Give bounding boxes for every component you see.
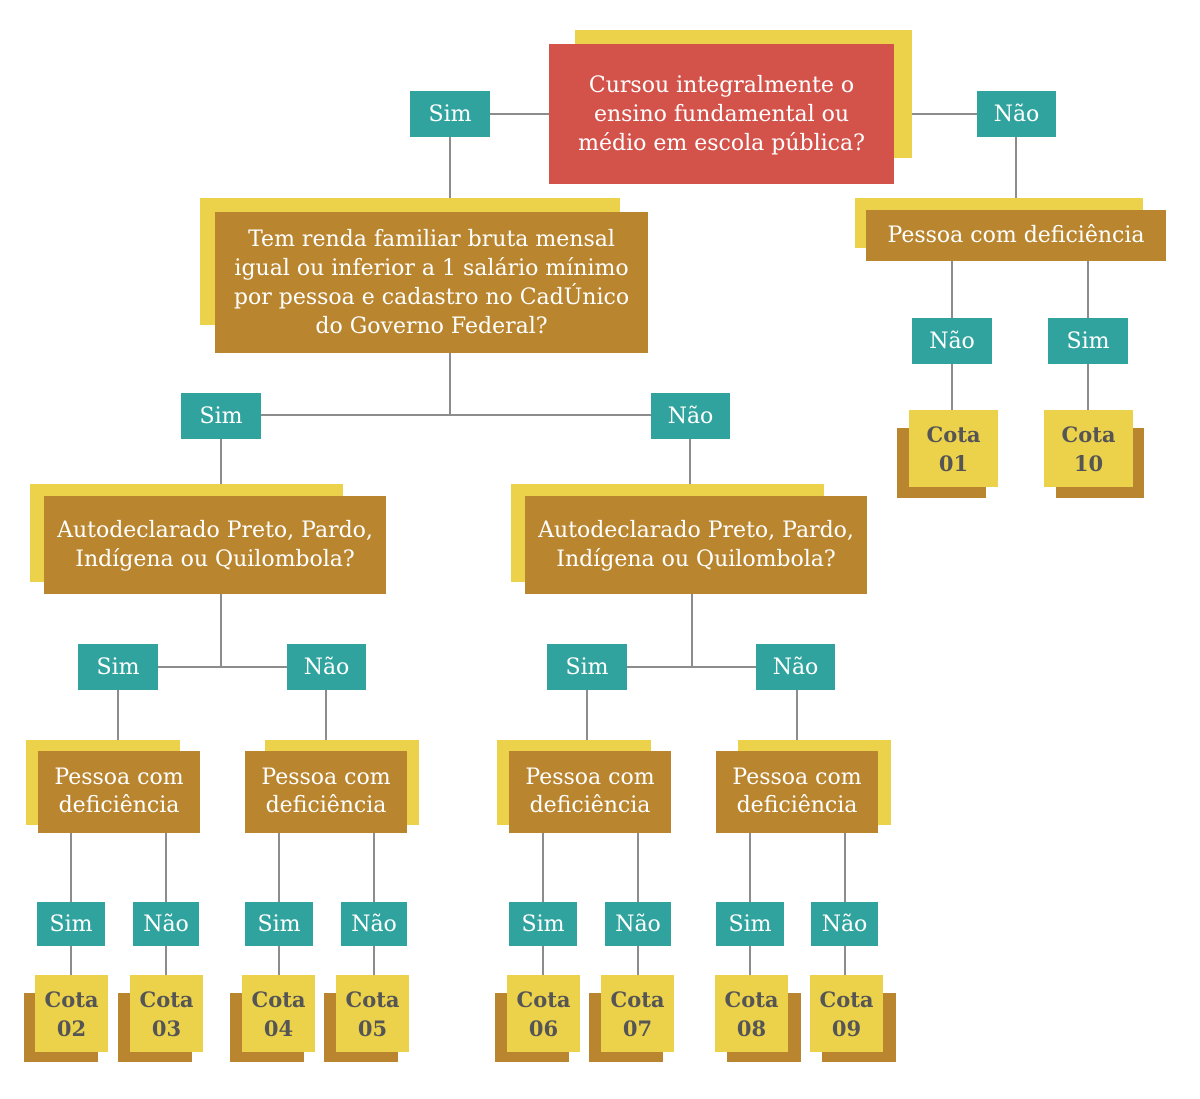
question-text-line: Cursou integralmente o [588,72,855,98]
quota-label: Cota [819,986,874,1012]
question-text-line: deficiência [265,793,387,818]
quota-number: 02 [56,1015,87,1041]
quota-number: 05 [357,1015,388,1041]
quota-box-cota-04: Cota 04 [242,975,315,1052]
question-text-line: Pessoa com deficiência [887,223,1145,248]
answer-nao: Não [133,902,199,946]
answer-sim: Sim [509,902,577,946]
quota-box-cota-10: Cota 10 [1044,410,1133,487]
question-disability: Pessoa com deficiência [716,751,878,833]
quota-label: Cota [139,986,194,1012]
question-text-line: igual ou inferior a 1 salário mínimo [234,255,629,281]
question-text-line: ensino fundamental ou [593,101,850,127]
question-text-line: deficiência [58,793,180,818]
question-income: Tem renda familiar bruta mensal igual ou… [215,212,648,353]
question-text-line: Indígena ou Quilombola? [556,547,836,572]
quota-number: 01 [938,450,969,476]
answer-sim: Sim [181,393,261,439]
question-text-line: por pessoa e cadastro no CadÚnico [233,284,630,310]
quota-number: 09 [831,1015,862,1041]
answer-sim: Sim [37,902,105,946]
quota-label: Cota [610,986,665,1012]
question-text-line: Pessoa com [261,765,391,790]
answer-sim: Sim [1048,318,1128,364]
quota-box-cota-05: Cota 05 [336,975,409,1052]
quota-number: 10 [1073,450,1104,476]
answer-nao: Não [912,318,992,364]
quota-label: Cota [1061,421,1116,447]
question-text-line: do Governo Federal? [315,313,548,339]
quota-label: Cota [251,986,306,1012]
question-text-line: Autodeclarado Preto, Pardo, [538,518,854,543]
answer-nao: Não [605,902,671,946]
question-text-line: Pessoa com [525,765,655,790]
answer-nao: Não [811,902,878,946]
quota-box-cota-07: Cota 07 [601,975,674,1052]
question-text-line: Indígena ou Quilombola? [75,547,355,572]
quota-label: Cota [516,986,571,1012]
quota-number: 06 [528,1015,559,1041]
quota-number: 08 [736,1015,767,1041]
question-text-line: deficiência [529,793,651,818]
question-disability: Pessoa com deficiência [38,751,200,833]
question-text-line: Pessoa com [54,765,184,790]
question-text-line: deficiência [736,793,858,818]
question-text-line: Tem renda familiar bruta mensal [248,226,615,252]
answer-nao: Não [977,91,1056,137]
quota-box-cota-02: Cota 02 [35,975,108,1052]
quota-label: Cota [44,986,99,1012]
quota-label: Cota [345,986,400,1012]
quota-label: Cota [724,986,779,1012]
question-self-declared: Autodeclarado Preto, Pardo, Indígena ou … [525,496,867,594]
answer-nao: Não [341,902,407,946]
quota-number: 03 [151,1015,182,1041]
question-disability: Pessoa com deficiência [509,751,671,833]
quota-label: Cota [926,421,981,447]
question-public-school: Cursou integralmente o ensino fundamenta… [549,44,894,184]
question-self-declared: Autodeclarado Preto, Pardo, Indígena ou … [44,496,386,594]
answer-nao: Não [651,393,730,439]
answer-sim: Sim [716,902,784,946]
quota-number: 07 [622,1015,653,1041]
quota-box-cota-01: Cota 01 [909,410,998,487]
quota-box-cota-06: Cota 06 [507,975,580,1052]
quota-number: 04 [263,1015,294,1041]
question-text-line: Autodeclarado Preto, Pardo, [57,518,373,543]
quota-box-cota-09: Cota 09 [810,975,883,1052]
answer-sim: Sim [245,902,313,946]
quota-box-cota-03: Cota 03 [130,975,203,1052]
answer-sim: Sim [547,644,627,690]
answer-nao: Não [756,644,835,690]
question-disability: Pessoa com deficiência [866,210,1166,261]
question-text-line: Pessoa com [732,765,862,790]
question-disability: Pessoa com deficiência [245,751,407,833]
answer-nao: Não [287,644,366,690]
question-text-line: médio em escola pública? [578,130,865,156]
answer-sim: Sim [78,644,158,690]
quota-box-cota-08: Cota 08 [715,975,788,1052]
answer-sim: Sim [410,91,490,137]
